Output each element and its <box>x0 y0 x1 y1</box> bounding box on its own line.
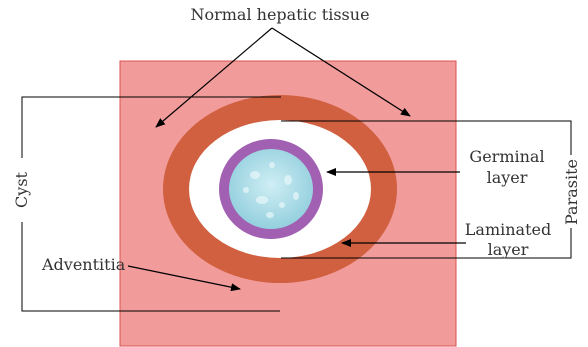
normal-hepatic-tissue-label: Normal hepatic tissue <box>190 5 369 24</box>
laminated-layer-label-line2: layer <box>488 240 529 259</box>
germinal-layer-label-line1: Germinal <box>469 147 544 166</box>
adventitia-label: Adventitia <box>41 255 126 274</box>
germinal-layer-label-line2: layer <box>487 168 528 187</box>
cyst-label: Cyst <box>12 171 31 207</box>
laminated-layer-label-line1: Laminated <box>465 220 551 239</box>
parasite-label: Parasite <box>562 159 581 225</box>
